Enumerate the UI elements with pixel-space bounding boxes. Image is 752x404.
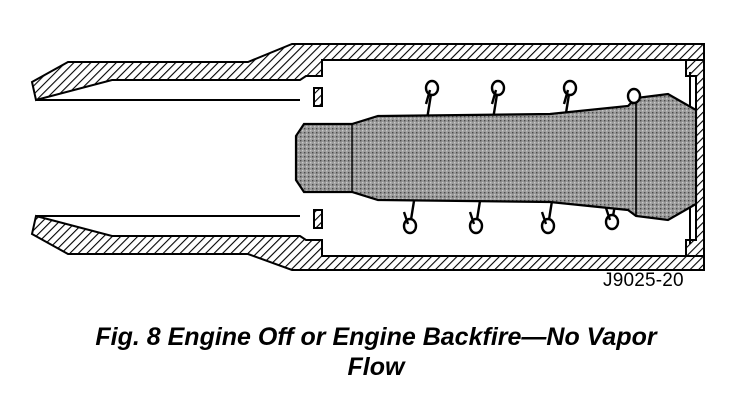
figure-caption: Fig. 8 Engine Off or Engine Backfire—No … [0,322,752,382]
stop-flange-top [313,87,323,107]
pcv-valve-diagram [30,43,705,271]
figure-caption-line-1: Fig. 8 Engine Off or Engine Backfire—No … [95,323,657,351]
spring-coil-ticks [402,89,612,225]
figure-id-label: J9025-20 [603,270,684,291]
stop-flange-bottom [313,209,323,229]
housing-upper-wall [30,43,705,102]
figure-caption-line-2: Flow [347,353,405,381]
housing-lower-wall [30,214,705,271]
